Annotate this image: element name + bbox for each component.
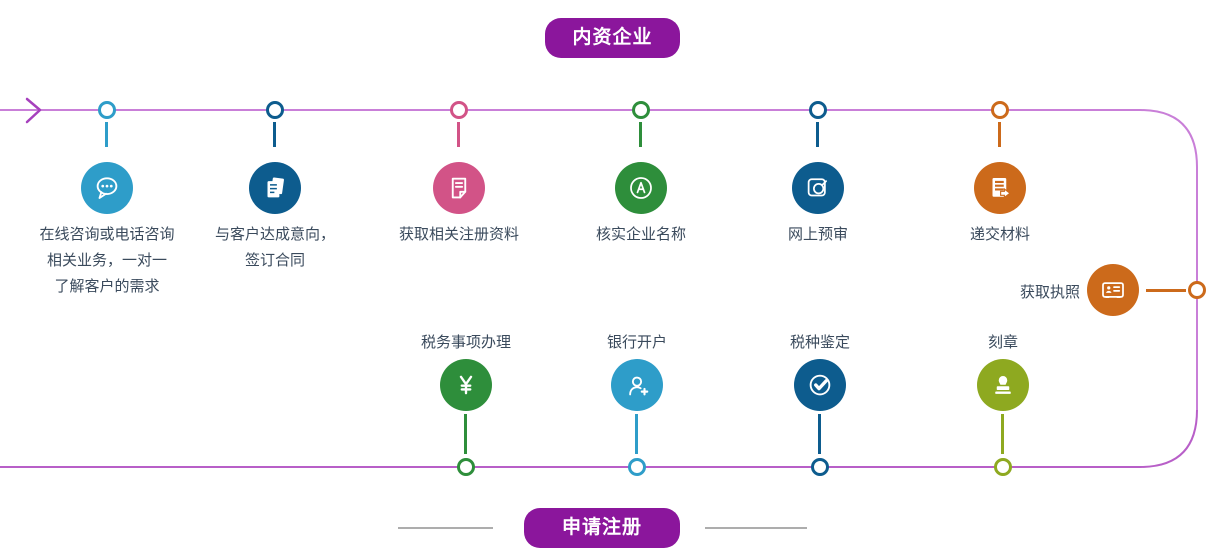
- submit-materials-icon: [974, 162, 1026, 214]
- step-label: 核实企业名称: [595, 226, 686, 243]
- connector-stem: [816, 122, 819, 147]
- top-banner-pill[interactable]: 内资企业: [545, 18, 680, 58]
- tax-type-icon: [794, 359, 846, 411]
- verify-name-icon: [615, 162, 667, 214]
- chat-icon: [81, 162, 133, 214]
- left-divider-line: [398, 527, 493, 529]
- step-label: 获取执照: [1019, 284, 1080, 301]
- step-label: 税务事项办理: [420, 334, 511, 351]
- connector-stem: [105, 122, 108, 147]
- step-label: 与客户达成意向， 签订合同: [214, 226, 335, 269]
- license-icon: [1087, 264, 1139, 316]
- step-label: 获取相关注册资料: [398, 226, 519, 243]
- arrow-icon: [25, 97, 42, 124]
- step-label: 递交材料: [969, 226, 1030, 243]
- step-label: 税种鉴定: [789, 334, 850, 351]
- connector-stem: [464, 414, 467, 454]
- timeline-node: [628, 458, 646, 476]
- contract-icon: [249, 162, 301, 214]
- bottom-banner-pill[interactable]: 申请注册: [524, 508, 680, 548]
- step-label: 网上预审: [787, 226, 848, 243]
- timeline-node: [450, 101, 468, 119]
- connector-stem: [273, 122, 276, 147]
- timeline-node: [457, 458, 475, 476]
- tax-icon: [440, 359, 492, 411]
- timeline-node: [809, 101, 827, 119]
- step-label: 在线咨询或电话咨询 相关业务，一对一 了解客户的需求: [39, 226, 175, 295]
- connector-stem: [818, 414, 821, 454]
- online-review-icon: [792, 162, 844, 214]
- timeline-node: [991, 101, 1009, 119]
- registration-doc-icon: [433, 162, 485, 214]
- timeline-node: [811, 458, 829, 476]
- timeline-node: [1188, 281, 1206, 299]
- connector-stem: [635, 414, 638, 454]
- timeline-node: [994, 458, 1012, 476]
- connector-stem: [998, 122, 1001, 147]
- connector-stem: [1001, 414, 1004, 454]
- step-label: 银行开户: [606, 334, 667, 351]
- step-label: 刻章: [987, 334, 1018, 351]
- connector-stem: [639, 122, 642, 147]
- bank-account-icon: [611, 359, 663, 411]
- timeline-node: [266, 101, 284, 119]
- right-divider-line: [705, 527, 807, 529]
- connector-stem: [457, 122, 460, 147]
- stamp-icon: [977, 359, 1029, 411]
- timeline-node: [98, 101, 116, 119]
- timeline-node: [632, 101, 650, 119]
- connector-line: [1146, 289, 1186, 292]
